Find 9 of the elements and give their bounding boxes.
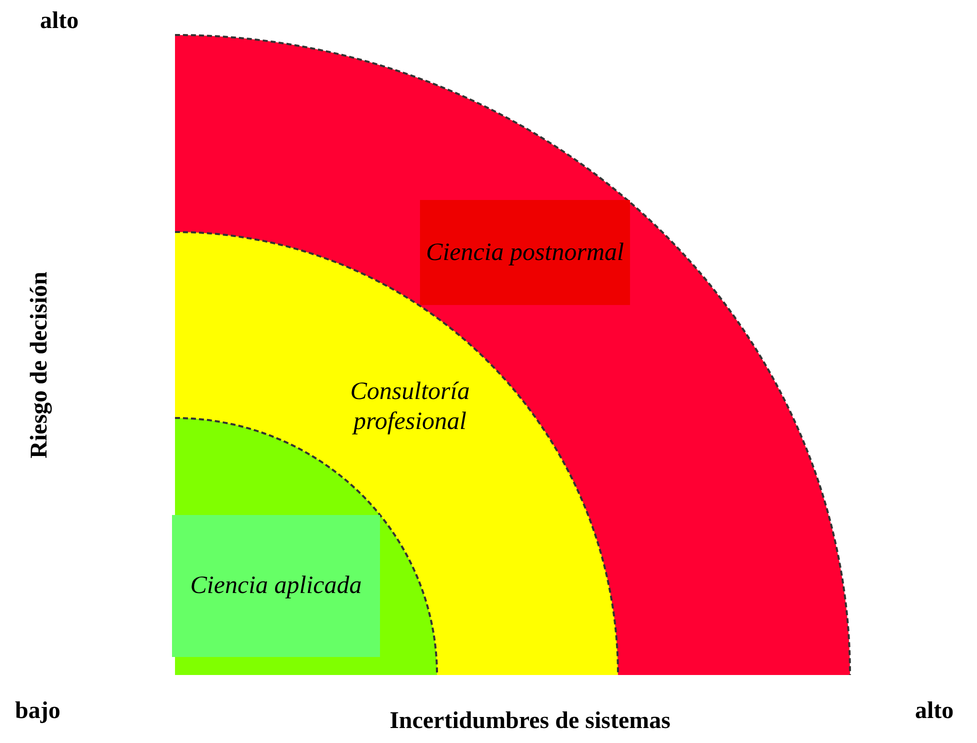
band-label: Consultoría profesional [349,377,471,437]
band-label: Ciencia aplicada [172,515,380,657]
axis-end-label: alto [40,8,79,35]
axis-end-label: alto [915,698,954,725]
band-label: Ciencia postnormal [420,200,630,305]
axis-title: Incertidumbres de sistemas [390,708,670,735]
axis-end-label: bajo [15,698,60,725]
axis-title: Riesgo de decisión [26,272,54,458]
quadrant-band [175,35,850,675]
